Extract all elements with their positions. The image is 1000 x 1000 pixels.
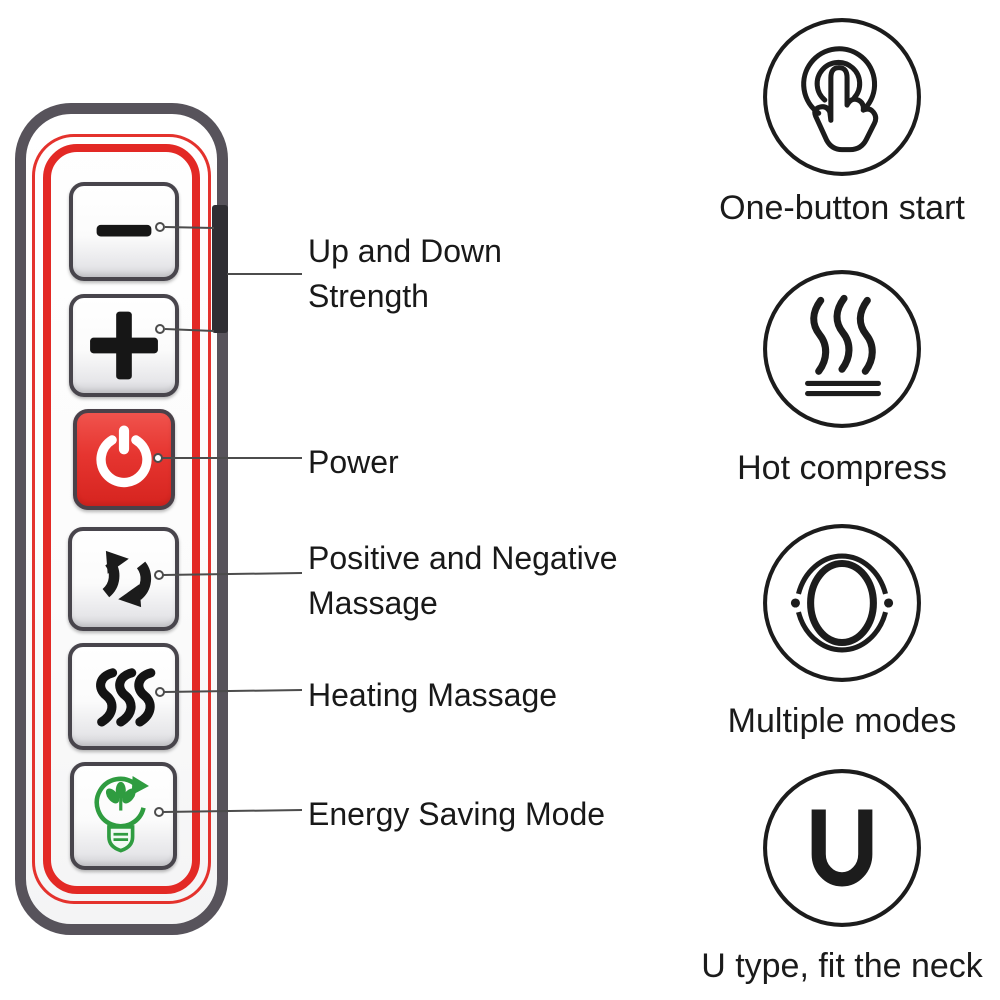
callout-label-power: Power (308, 444, 399, 480)
rotate-arrows-icon (102, 550, 152, 608)
remote-side-tab (212, 205, 228, 333)
heat-waves-icon (96, 668, 156, 727)
leaf-recycle-icon (94, 775, 149, 853)
one-button-start-tap-icon (763, 18, 921, 176)
feature-label-one-button-start: One-button start (719, 189, 965, 227)
power-button[interactable] (73, 409, 175, 510)
plus-icon (90, 311, 158, 380)
plus-button[interactable] (69, 294, 179, 397)
minus-icon (96, 224, 152, 237)
callout-label-energy-saving-mode: Energy Saving Mode (308, 796, 606, 832)
massage-direction-button[interactable] (68, 527, 179, 631)
callout-label-positive-negative-massage: Positive and Negative Massage (308, 540, 618, 621)
feature-label-u-type: U type, fit the neck (701, 947, 983, 985)
heating-massage-button[interactable] (68, 643, 179, 750)
callout-label-heating-massage: Heating Massage (308, 677, 558, 713)
power-icon (96, 425, 152, 488)
remote-control (15, 103, 228, 935)
feature-label-multiple-modes: Multiple modes (727, 702, 957, 740)
minus-button[interactable] (69, 182, 179, 281)
u-shape-icon (763, 769, 921, 927)
callout-label-up-down-strength: Up and Down Strength (308, 233, 502, 314)
energy-saving-button[interactable] (70, 762, 177, 870)
hot-compress-icon (763, 270, 921, 428)
feature-label-hot-compress: Hot compress (737, 449, 947, 487)
multiple-modes-icon (763, 524, 921, 682)
